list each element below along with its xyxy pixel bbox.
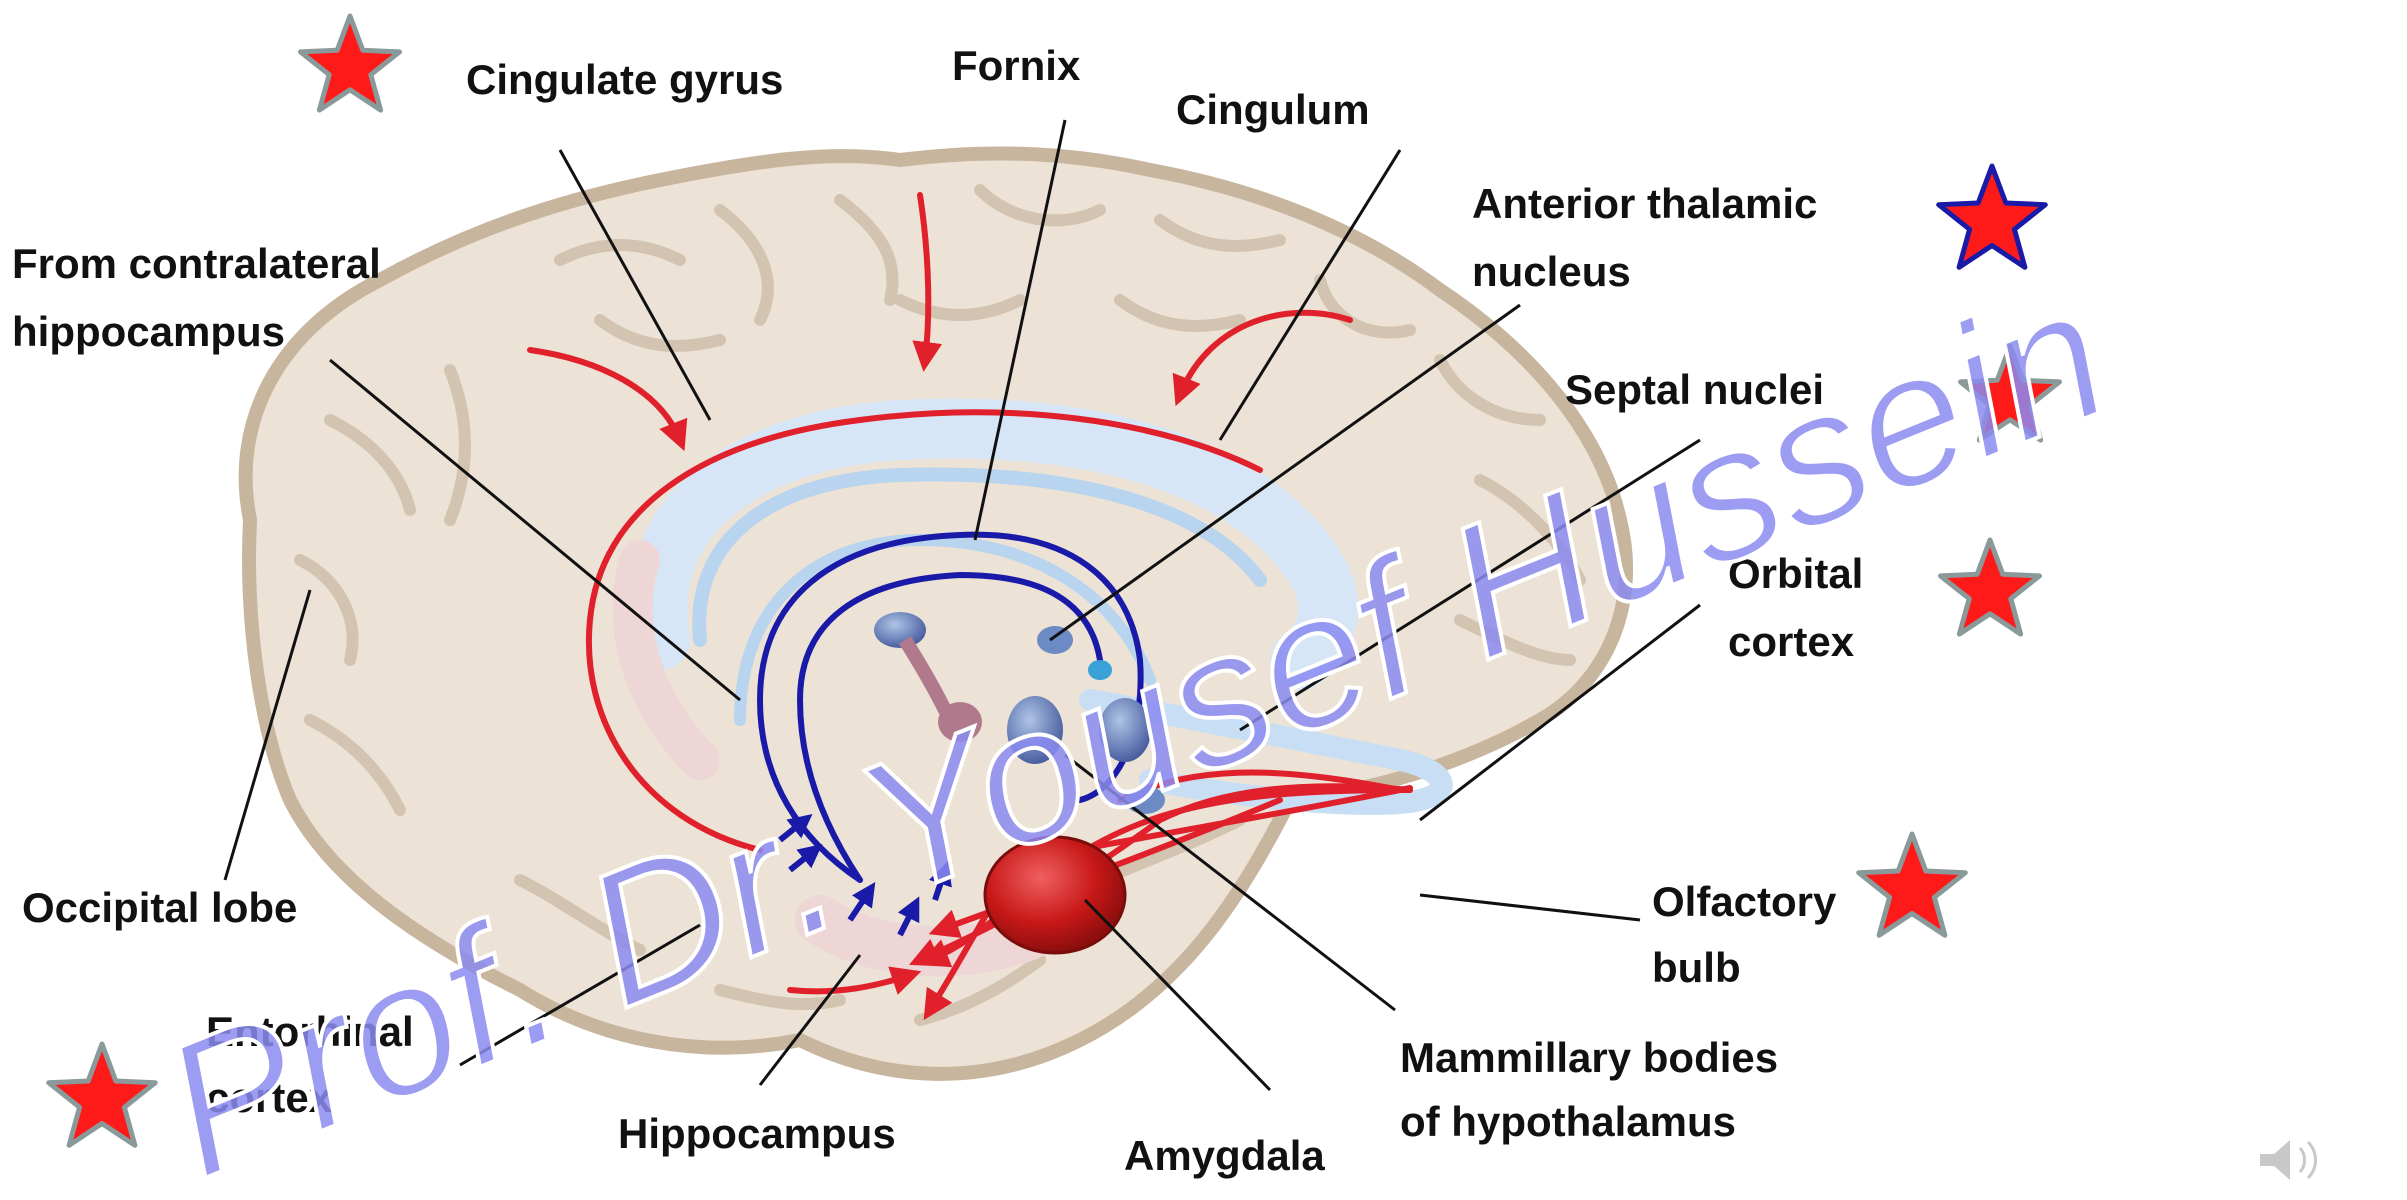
star-icon bbox=[1939, 166, 2046, 267]
star-icon bbox=[49, 1044, 156, 1145]
star-icon bbox=[1941, 540, 2040, 634]
star-icon bbox=[1859, 834, 1966, 935]
star-icon bbox=[1961, 346, 2060, 440]
star-icon bbox=[301, 16, 400, 110]
speaker-icon[interactable] bbox=[2240, 1128, 2360, 1192]
